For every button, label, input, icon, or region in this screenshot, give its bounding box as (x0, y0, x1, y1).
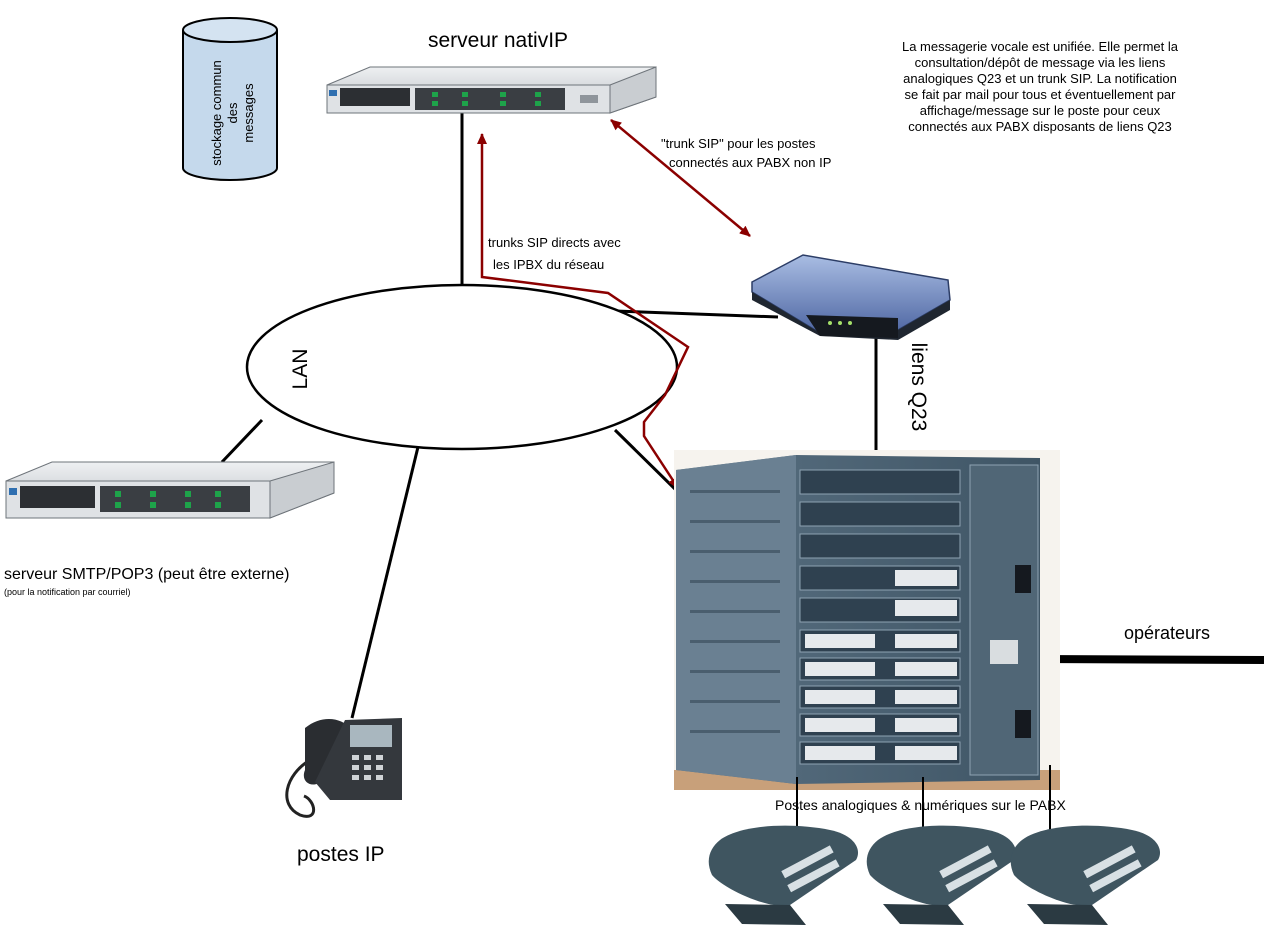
smtp-server (5, 461, 335, 519)
storage-label: stockage commun des messages (209, 53, 256, 173)
digital-phone-2 (866, 825, 1017, 925)
pabx-phones (708, 765, 1161, 925)
note-line-3: analogiques Q23 et un trunk SIP. La noti… (903, 71, 1177, 86)
note-line-5: affichage/message sur le poste pour ceux (919, 103, 1161, 118)
nativip-server-label: serveur nativIP (428, 29, 569, 52)
nativip-server (326, 66, 657, 114)
digital-phone-1 (708, 825, 859, 925)
storage-label-line1: stockage commun des (209, 60, 240, 166)
trunk-sip-label: "trunk SIP" pour les postes connectés au… (661, 134, 831, 172)
trunk-sip-label-line2: connectés aux PABX non IP (669, 155, 832, 170)
liens-q23-label: liens Q23 (907, 342, 930, 432)
trunks-direct-label-line2: les IPBX du réseau (493, 257, 605, 272)
link-lan-smtp (220, 418, 264, 464)
trunk-sip-label-line1: "trunk SIP" pour les postes (661, 136, 816, 151)
note-line-2: consultation/dépôt de message via les li… (914, 55, 1166, 70)
link-operators (1037, 655, 1265, 664)
description-note: La messagerie vocale est unifiée. Elle p… (872, 39, 1208, 135)
smtp-server-note: (pour la notification par courriel) (4, 587, 131, 597)
lan-label: LAN (289, 348, 312, 390)
storage-label-line2: messages (241, 83, 256, 143)
note-line-4: se fait par mail pour tous et éventuelle… (904, 87, 1176, 102)
smtp-server-label: serveur SMTP/POP3 (peut être externe) (4, 566, 290, 583)
note-line-6: connectés aux PABX disposants de liens Q… (908, 119, 1172, 134)
storage-cylinder (182, 17, 278, 181)
ip-phones-label: postes IP (297, 843, 385, 866)
sip-gateway (751, 254, 951, 340)
ip-phone (285, 718, 402, 818)
note-line-1: La messagerie vocale est unifiée. Elle p… (901, 39, 1179, 54)
trunks-direct-arrow (477, 133, 690, 489)
operators-label: opérateurs (1124, 623, 1211, 643)
trunks-direct-label: trunks SIP directs avec les IPBX du rése… (488, 232, 621, 276)
digital-phone-3 (1010, 825, 1161, 925)
pabx-cabinet (674, 450, 1060, 790)
trunks-direct-label-line1: trunks SIP directs avec (488, 235, 621, 250)
link-lan-ipphone (350, 446, 420, 719)
pabx-phones-label: Postes analogiques & numériques sur le P… (775, 797, 1066, 813)
